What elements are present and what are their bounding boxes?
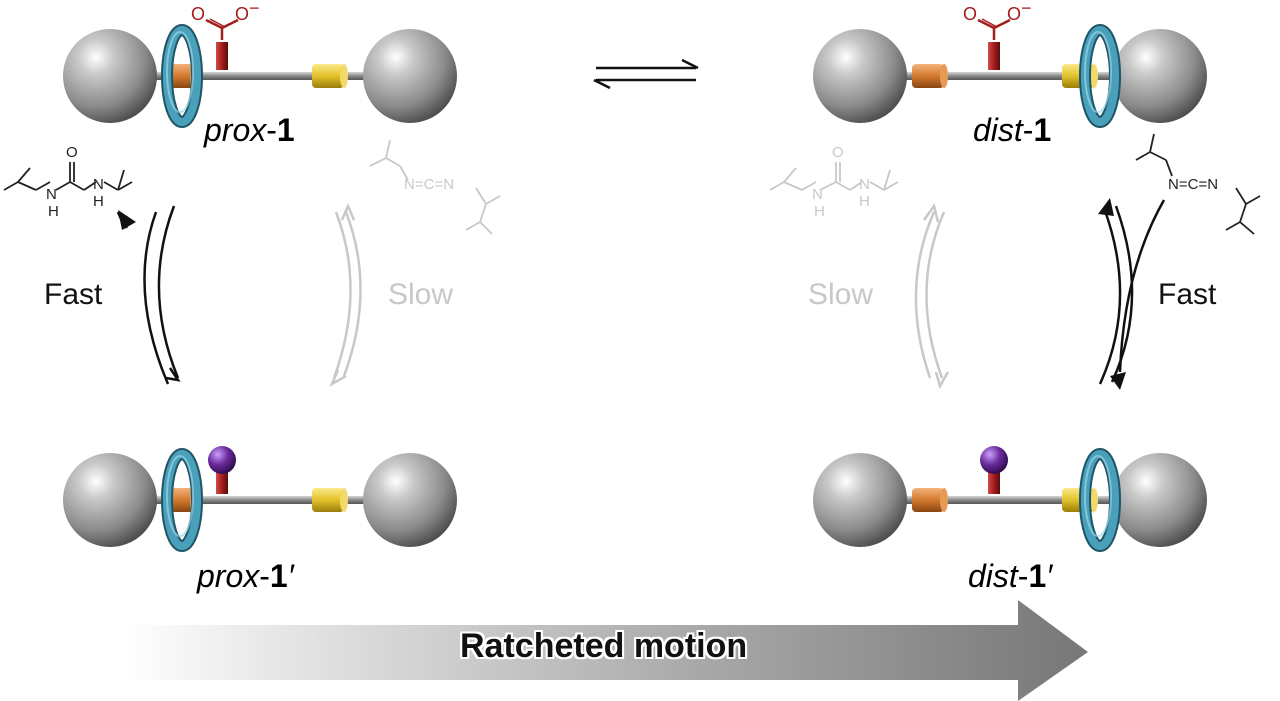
slow-arrows-right [914, 203, 950, 390]
urea-h2-left: H [93, 193, 104, 210]
dist-1-prime-rotaxane [813, 446, 1207, 547]
label-prefix: dist [968, 558, 1018, 594]
equilibrium-arrows [593, 58, 699, 90]
cdi-eq1: = [414, 176, 424, 193]
slow-arrows-left [329, 202, 362, 387]
urea-n2-left: N [93, 176, 104, 193]
prox-1-prime-rotaxane [63, 446, 457, 547]
carboxylate-o1-right: O [963, 4, 978, 24]
label-sep: - [259, 558, 270, 594]
carboxylate-charge-right: − [1021, 0, 1032, 18]
label-prox-1: prox-1 [204, 112, 295, 149]
carbodiimide-bonds-left [369, 139, 501, 235]
carboxylate-o2-right: O [1007, 4, 1022, 24]
cdi-c: C [423, 176, 435, 193]
carboxylate-o2-left: O [235, 4, 250, 24]
label-prefix: dist [973, 112, 1023, 148]
label-dist-1: dist-1 [973, 112, 1051, 149]
cdi-eq2: = [434, 176, 444, 193]
label-prime: ′ [1046, 558, 1053, 594]
carbodiimide-bonds-right [1135, 133, 1261, 235]
carboxylate-o1-left: O [191, 4, 206, 24]
urea-h1-right: H [814, 203, 825, 220]
cdi-c: C [1187, 176, 1199, 193]
label-prefix: prox [204, 112, 267, 148]
urea-h1-left: H [48, 203, 59, 220]
cdi-eq2: = [1198, 176, 1208, 193]
urea-n2-right: N [859, 176, 870, 193]
carboxylate-group-right [977, 18, 1011, 40]
cdi-n1: N [404, 176, 415, 193]
rate-label-left-fast: Fast [44, 278, 103, 311]
prox-1-rotaxane [63, 29, 457, 123]
label-number: 1 [1028, 558, 1047, 594]
fast-arrowhead-left [118, 210, 136, 230]
label-sep: - [1017, 558, 1029, 594]
cdi-n1: N [1168, 176, 1179, 193]
urea-n1-left: N [46, 186, 57, 203]
urea-o-left: O [66, 144, 78, 161]
dist-1-rotaxane [813, 29, 1207, 123]
label-number: 1 [276, 112, 295, 148]
rate-label-right-fast: Fast [1158, 278, 1217, 311]
label-number: 1 [1033, 112, 1052, 148]
rate-label-left-slow: Slow [388, 278, 454, 311]
urea-n1-right: N [812, 186, 823, 203]
label-prox-1-prime: prox-1′ [197, 558, 294, 595]
fast-arrows-left [116, 205, 181, 385]
fast-arrowhead-right-top [1098, 198, 1114, 216]
urea-bonds-right [769, 162, 899, 191]
carboxylate-group-left [205, 18, 239, 40]
ratchet-banner-arrow [124, 600, 1088, 701]
label-sep: - [1022, 112, 1034, 148]
label-prefix: prox [197, 558, 260, 594]
ratcheted-motion-label: Ratcheted motion [460, 627, 748, 665]
rate-label-right-slow: Slow [808, 278, 874, 311]
label-dist-1-prime: dist-1′ [968, 558, 1052, 595]
carbodiimide-right: N=C=N [1168, 176, 1218, 193]
cdi-n2: N [1207, 176, 1219, 193]
carboxylate-charge-left: − [249, 0, 260, 18]
cdi-n2: N [443, 176, 455, 193]
cdi-eq1: = [1178, 176, 1188, 193]
carbodiimide-left: N=C=N [404, 176, 454, 193]
urea-o-right: O [832, 144, 844, 161]
urea-bonds-left [3, 162, 133, 191]
label-prime: ′ [287, 558, 294, 594]
fast-arrows-right [1098, 199, 1166, 385]
fast-arrowhead-right-bottom [1110, 372, 1126, 390]
urea-h2-right: H [859, 193, 870, 210]
label-sep: - [266, 112, 277, 148]
label-number: 1 [269, 558, 288, 594]
